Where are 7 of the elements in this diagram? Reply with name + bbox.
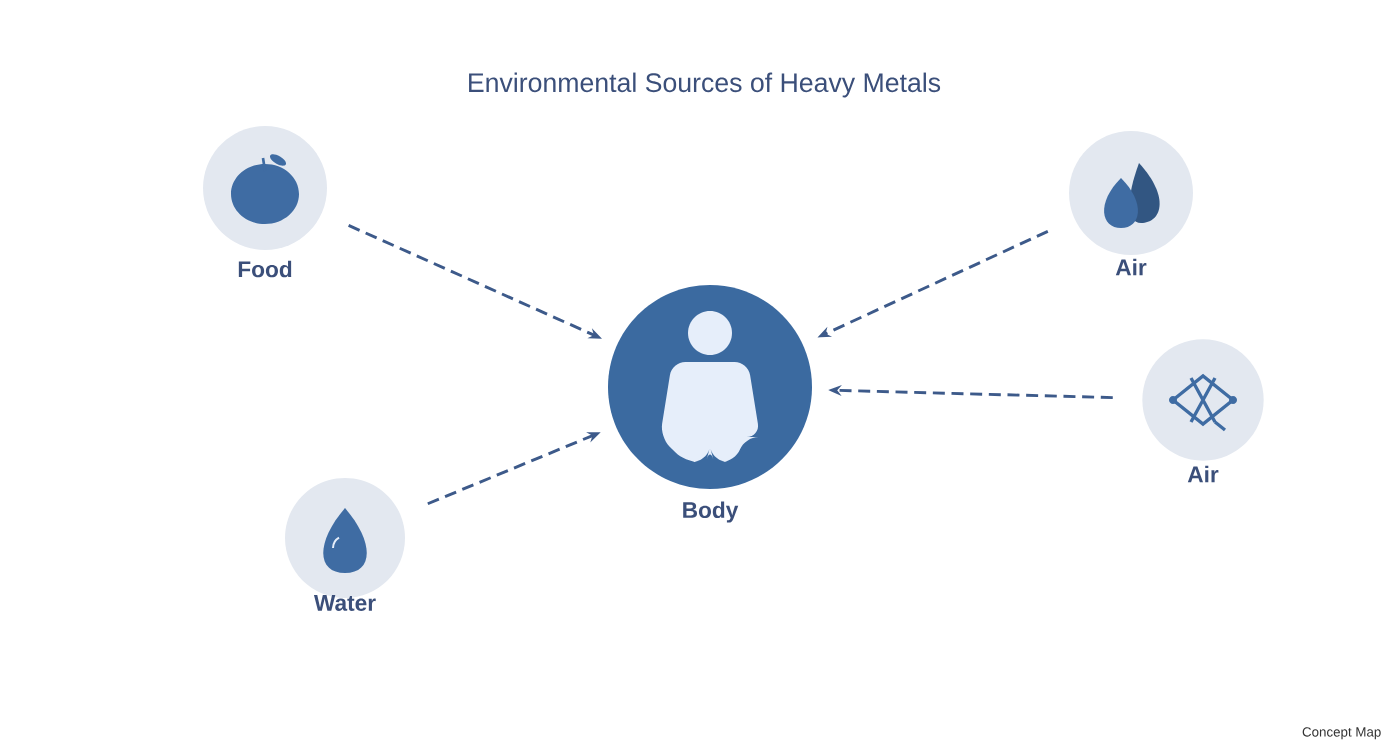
footer-note: Concept Map [1302,727,1381,740]
node-label: Body [683,501,739,523]
node-label: Water [313,595,376,611]
node-label: Air [1115,258,1147,276]
node-label: Air [1187,465,1219,483]
node-label: Food [238,260,292,278]
title: Environmental Sources of Heavy Metals [469,72,941,98]
